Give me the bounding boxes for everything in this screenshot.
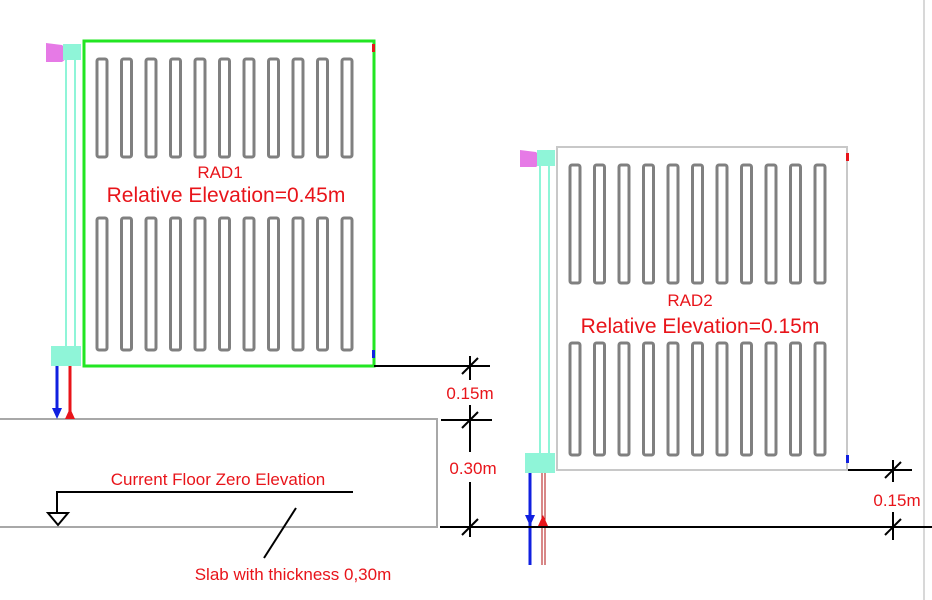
radiator-fin bbox=[218, 216, 231, 352]
radiator-fin bbox=[120, 216, 133, 352]
radiator-fin bbox=[789, 163, 802, 285]
radiator-fins bbox=[568, 163, 827, 457]
radiator-fin bbox=[813, 341, 827, 457]
radiator-fin bbox=[789, 341, 802, 457]
radiator-fin bbox=[617, 163, 631, 285]
radiator-fin bbox=[666, 341, 680, 457]
radiator-fin bbox=[568, 341, 582, 457]
radiator-fin bbox=[169, 216, 182, 352]
radiator-fin bbox=[666, 163, 680, 285]
radiator-fin bbox=[764, 341, 778, 457]
radiator-fin bbox=[642, 341, 655, 457]
radiator-fin bbox=[691, 163, 704, 285]
supply-arrow-icon bbox=[65, 408, 75, 419]
floor-zero-label: Current Floor Zero Elevation bbox=[111, 470, 325, 489]
leader-line bbox=[263, 507, 297, 559]
radiator-fin bbox=[593, 341, 606, 457]
radiator-fin bbox=[120, 57, 133, 159]
radiator-fin bbox=[340, 216, 354, 352]
radiator-elevation: Relative Elevation=0.45m bbox=[107, 184, 346, 207]
return-arrow-icon bbox=[52, 408, 62, 419]
radiator-fin bbox=[144, 216, 158, 352]
radiator-fin bbox=[316, 57, 329, 159]
elevation-triangle-icon bbox=[45, 512, 71, 527]
dimension-lines bbox=[374, 356, 932, 540]
radiator-name: RAD2 bbox=[667, 291, 712, 310]
valve-body bbox=[63, 44, 81, 60]
radiator-fin bbox=[715, 163, 729, 285]
radiator-fin bbox=[291, 216, 305, 352]
label-bg bbox=[150, 160, 310, 215]
radiator-fin bbox=[642, 163, 655, 285]
dimension-label: 0.30m bbox=[449, 459, 496, 478]
rad1-piping bbox=[46, 43, 81, 419]
radiator-fin bbox=[242, 216, 256, 352]
label-bg bbox=[560, 287, 840, 339]
valve-icon bbox=[520, 150, 540, 167]
radiator-fin bbox=[593, 163, 606, 285]
radiator-fin bbox=[291, 57, 305, 159]
valve-body bbox=[537, 150, 555, 166]
radiator-fin bbox=[169, 57, 182, 159]
lockshield-icon bbox=[525, 453, 555, 473]
lockshield-icon bbox=[51, 346, 81, 366]
rad2-piping bbox=[520, 150, 555, 565]
radiator-name: RAD1 bbox=[197, 163, 242, 182]
dimension-label: 0.15m bbox=[446, 384, 493, 403]
radiator-fin bbox=[691, 341, 704, 457]
radiator-fin bbox=[740, 163, 753, 285]
radiator-elevation: Relative Elevation=0.15m bbox=[581, 315, 820, 338]
connector-mark bbox=[846, 455, 849, 463]
dimension-label: 0.15m bbox=[873, 491, 920, 510]
radiator-rad2[interactable]: RAD2 Relative Elevation=0.15m bbox=[556, 146, 849, 471]
radiator-fins bbox=[95, 57, 354, 352]
radiator-fin bbox=[568, 163, 582, 285]
riser-pipe bbox=[539, 156, 550, 458]
connector-mark bbox=[372, 350, 375, 358]
riser-pipe bbox=[65, 49, 76, 361]
supply-arrow-icon bbox=[538, 515, 548, 526]
valve-icon bbox=[46, 43, 66, 62]
radiator-fin bbox=[267, 216, 280, 352]
floor-zero-marker bbox=[45, 491, 353, 527]
radiator-fin bbox=[193, 216, 207, 352]
radiator-fin bbox=[144, 57, 158, 159]
radiator-fin bbox=[267, 57, 280, 159]
radiator-fin bbox=[740, 341, 753, 457]
radiator-fin bbox=[340, 57, 354, 159]
radiator-fin bbox=[193, 57, 207, 159]
radiator-fin bbox=[95, 57, 109, 159]
radiator-fin bbox=[813, 163, 827, 285]
return-arrow-icon bbox=[525, 515, 535, 526]
radiator-rad1[interactable]: RAD1 Relative Elevation=0.45m bbox=[82, 39, 376, 368]
slab-label: Slab with thickness 0,30m bbox=[195, 565, 392, 584]
radiator-fin bbox=[715, 341, 729, 457]
radiator-fin bbox=[316, 216, 329, 352]
radiator-fin bbox=[764, 163, 778, 285]
radiator-fin bbox=[95, 216, 109, 352]
connector-mark bbox=[846, 153, 849, 161]
radiator-fin bbox=[218, 57, 231, 159]
radiator-fin bbox=[242, 57, 256, 159]
connector-mark bbox=[372, 44, 375, 52]
radiator-fin bbox=[617, 341, 631, 457]
slab bbox=[0, 418, 438, 528]
